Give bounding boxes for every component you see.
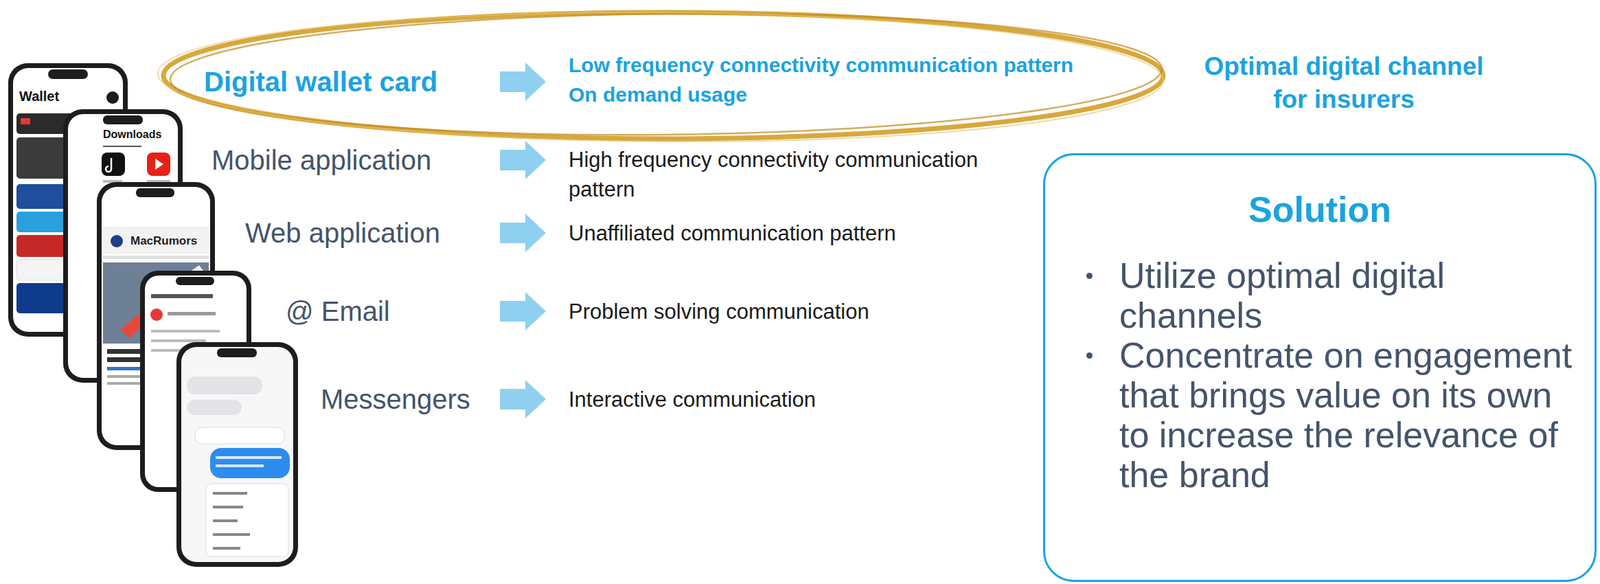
pattern-text: High frequency connectivity communicatio… bbox=[568, 144, 1036, 204]
messenger-phone-part bbox=[215, 464, 264, 467]
block-arrow bbox=[499, 213, 546, 253]
messenger-phone-part bbox=[212, 532, 250, 536]
channel-node: Messengers bbox=[320, 382, 495, 416]
pattern-node: Interactive communication bbox=[552, 384, 1089, 415]
app-store-phone-part bbox=[105, 157, 112, 172]
email-phone-part bbox=[151, 329, 220, 333]
highlight-ellipse bbox=[157, 8, 1164, 145]
block-arrow bbox=[499, 62, 546, 101]
app-store-phone-part bbox=[155, 158, 164, 170]
email-phone-part bbox=[150, 308, 163, 321]
wallet-phone-part bbox=[48, 69, 88, 79]
channel-label: Messengers bbox=[320, 382, 495, 416]
bullet-row: Utilize optimal digital channels bbox=[1086, 255, 1581, 336]
channel-node: Mobile application bbox=[211, 143, 495, 177]
bullet-slot bbox=[1086, 255, 1120, 279]
messenger-phone-part bbox=[212, 519, 238, 522]
browser-phone-part bbox=[135, 188, 175, 198]
bullet-text: Concentrate on engagement that brings va… bbox=[1119, 335, 1580, 495]
channel-node: Web application bbox=[245, 216, 495, 250]
block-arrow bbox=[499, 140, 546, 180]
messenger-phone-part bbox=[216, 348, 257, 358]
block-arrow bbox=[499, 291, 546, 331]
messenger-phone-part bbox=[212, 546, 241, 550]
bullet-text: Utilize optimal digital channels bbox=[1119, 255, 1580, 336]
messenger-phone-part bbox=[212, 505, 244, 509]
messenger-phone-part bbox=[176, 341, 299, 567]
messenger-phone-part bbox=[215, 455, 282, 459]
messenger-phone-part bbox=[186, 399, 242, 415]
channel-label: Digital wallet card bbox=[203, 65, 495, 99]
browser-phone-part bbox=[103, 226, 209, 255]
screen-label: MacRumors bbox=[130, 234, 198, 248]
app-store-phone-part bbox=[101, 152, 125, 176]
wallet-phone-part bbox=[20, 118, 31, 125]
highlight-ellipse-part bbox=[169, 8, 1163, 140]
pattern-node: Low frequency connectivity communication… bbox=[552, 50, 1158, 110]
channel-label: Web application bbox=[245, 216, 495, 250]
messenger-phone-part bbox=[186, 376, 263, 395]
messenger-phone-part bbox=[206, 483, 289, 557]
email-phone-part bbox=[167, 311, 216, 316]
messenger-phone-part bbox=[212, 491, 248, 495]
heading-label: Optimal digital channel for insurers bbox=[1192, 50, 1495, 117]
pattern-node: Unaffiliated communication pattern bbox=[552, 218, 1089, 248]
email-phone-part bbox=[151, 339, 207, 342]
screen-label: Wallet bbox=[19, 87, 60, 105]
pattern-text: On demand usage bbox=[568, 79, 1158, 110]
pattern-node: Problem solving communication bbox=[552, 296, 1089, 327]
messenger-phone-part bbox=[210, 447, 290, 478]
channel-node: Digital wallet card bbox=[203, 65, 495, 99]
wallet-phone-part bbox=[106, 91, 119, 104]
channel-node: @ Email bbox=[285, 294, 495, 328]
messenger-phone bbox=[176, 341, 299, 567]
app-store-phone-part bbox=[146, 152, 171, 176]
pattern-text: Low frequency connectivity communication… bbox=[568, 50, 1158, 80]
pattern-node: High frequency connectivity communicatio… bbox=[552, 144, 1036, 204]
app-store-phone-part bbox=[103, 145, 142, 147]
channel-label: Mobile application bbox=[211, 143, 495, 177]
browser-phone-part bbox=[103, 255, 209, 259]
bullet-slot bbox=[1086, 335, 1120, 359]
email-phone-part bbox=[175, 276, 215, 285]
screen-label: Downloads bbox=[103, 127, 162, 141]
bullet-dot bbox=[1086, 352, 1093, 359]
block-arrow bbox=[499, 379, 546, 419]
panel-title: Solution bbox=[1058, 188, 1581, 231]
app-store-phone-part bbox=[103, 115, 143, 125]
pattern-text: Interactive communication bbox=[568, 384, 1089, 415]
pattern-text: Problem solving communication bbox=[568, 296, 1089, 327]
highlight-ellipse-part bbox=[157, 8, 1164, 145]
solution-panel: SolutionUtilize optimal digital channels… bbox=[1043, 153, 1597, 582]
bullet-dot bbox=[1086, 272, 1093, 279]
bullet-row: Concentrate on engagement that brings va… bbox=[1086, 335, 1581, 495]
channel-label: @ Email bbox=[285, 294, 495, 328]
messenger-phone-part bbox=[181, 346, 294, 562]
email-phone-part bbox=[151, 293, 213, 299]
pattern-text: Unaffiliated communication pattern bbox=[568, 218, 1089, 248]
browser-phone-part bbox=[110, 234, 123, 248]
messenger-phone-part bbox=[195, 427, 285, 444]
